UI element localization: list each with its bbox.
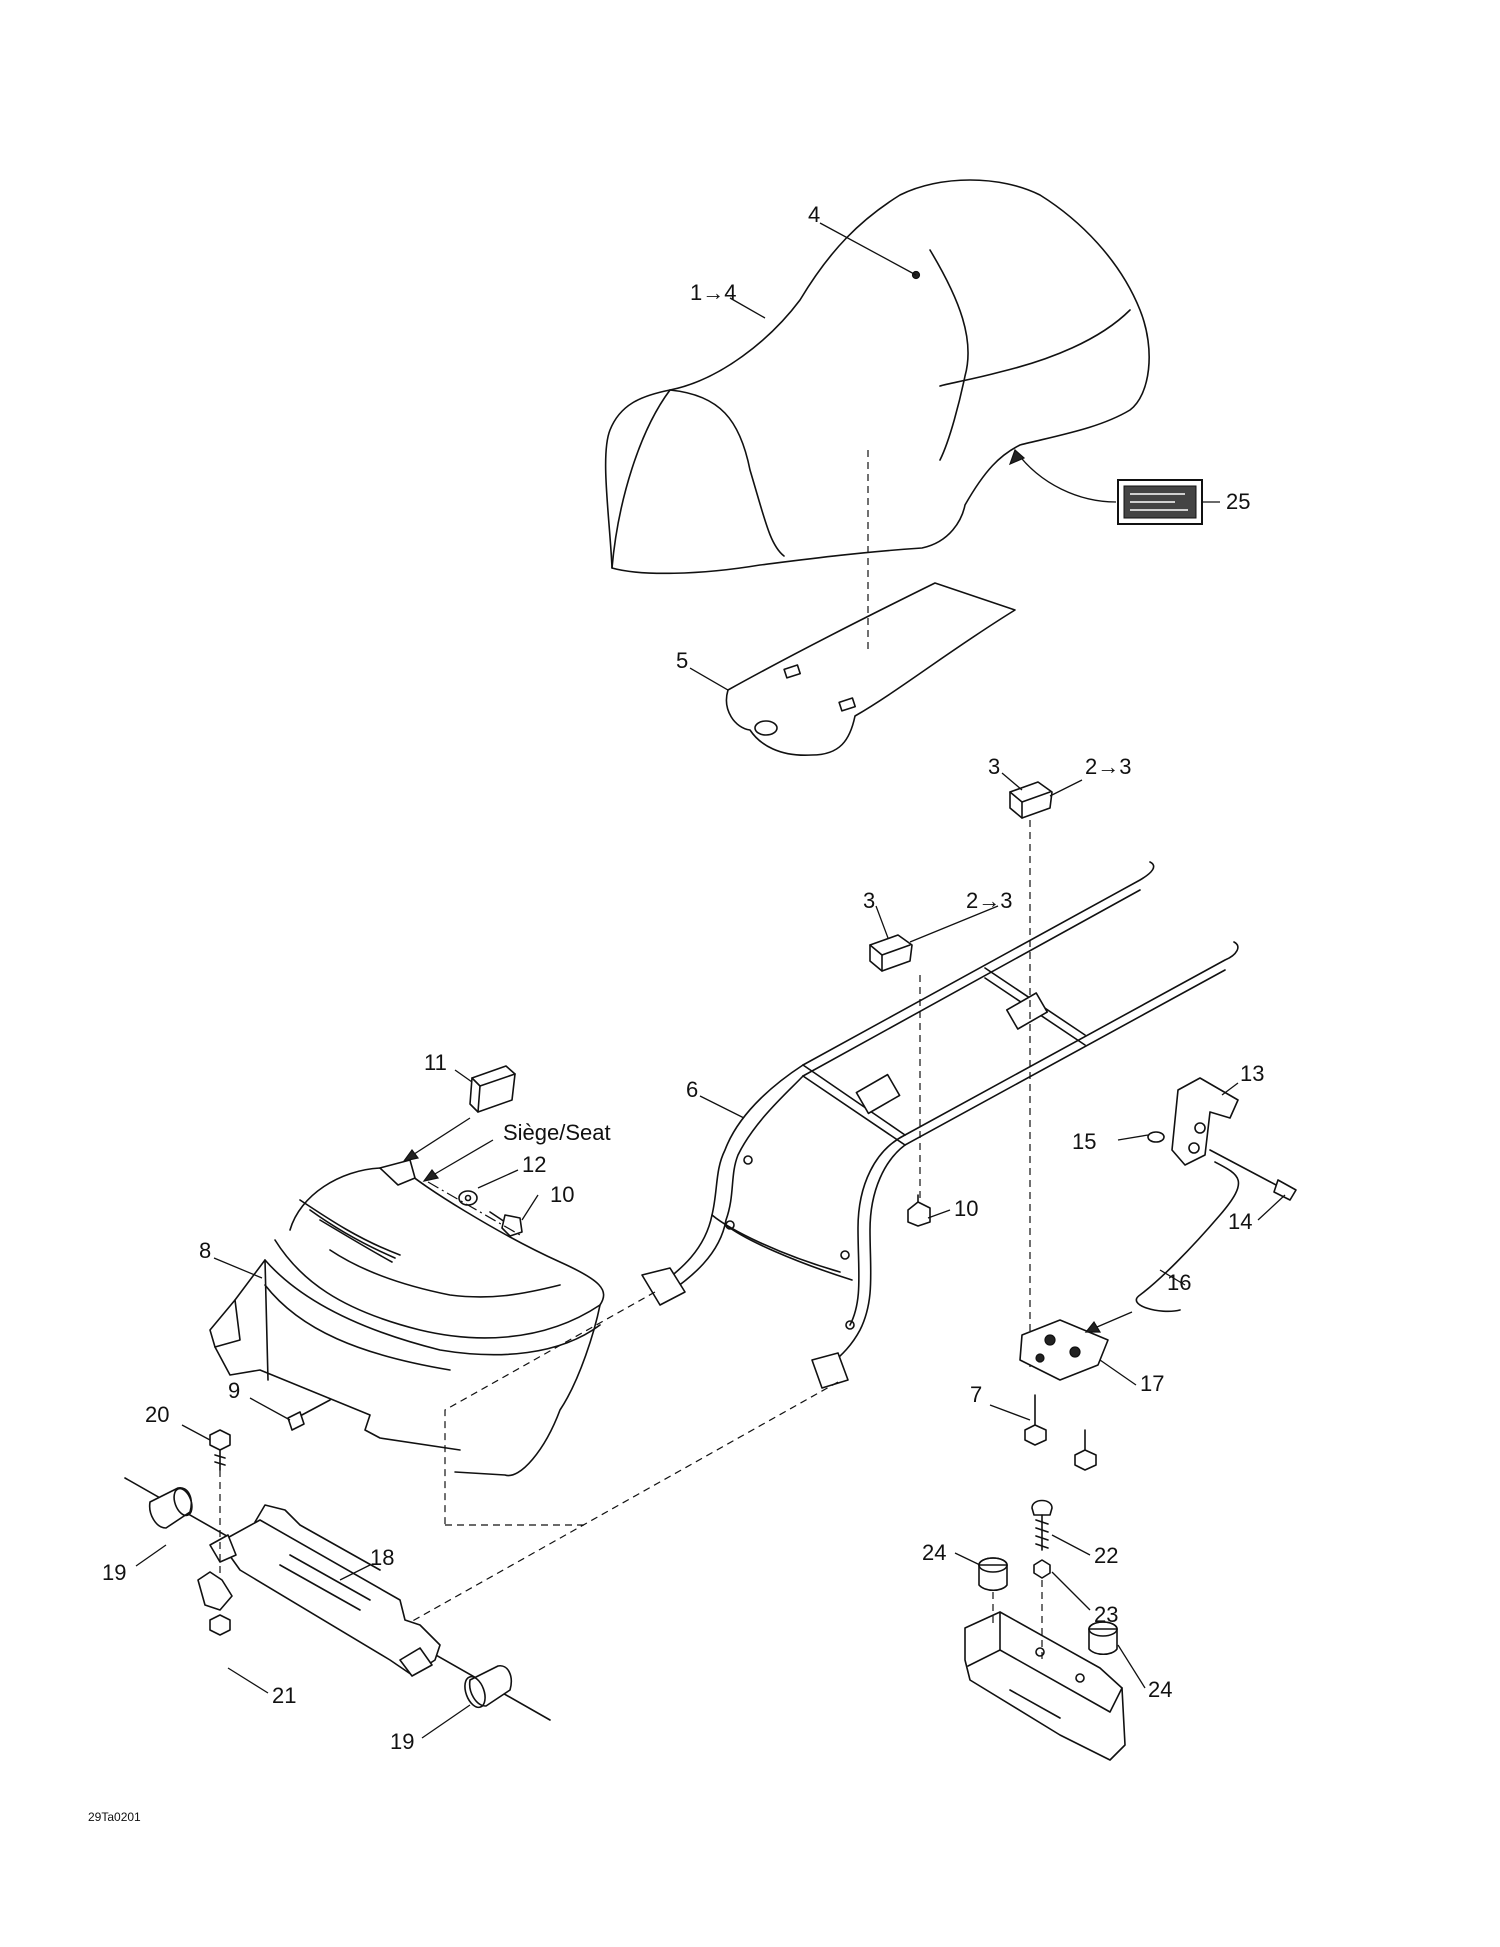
callout-5: 5 xyxy=(676,648,688,673)
seat-base-plate xyxy=(725,582,1016,756)
callout-16: 16 xyxy=(1167,1270,1191,1295)
callout-2-3-upper: 2→3 xyxy=(1085,754,1131,779)
rear-bracket xyxy=(124,1477,551,1721)
callout-23: 23 xyxy=(1094,1602,1118,1627)
cowl-washer-screw xyxy=(458,1190,523,1237)
bushing-left xyxy=(148,1487,193,1529)
callout-13: 13 xyxy=(1240,1061,1264,1086)
rear-support xyxy=(964,1611,1126,1761)
support-bumper-left xyxy=(978,1557,1008,1592)
decal-arrow xyxy=(1014,449,1117,503)
callout-19-left: 19 xyxy=(102,1560,126,1585)
cowl-bumper xyxy=(469,1065,516,1113)
rear-cowl xyxy=(209,1159,605,1477)
drawing-reference: 29Ta0201 xyxy=(88,1810,141,1824)
latch-assembly xyxy=(1019,1077,1297,1381)
callout-10-left: 10 xyxy=(550,1182,574,1207)
callout-4: 4 xyxy=(808,202,820,227)
bumper-lower xyxy=(869,934,913,972)
callout-12: 12 xyxy=(522,1152,546,1177)
callout-labels: 1→4 4 5 25 3 2→3 3 2→3 6 11 Siège/Seat 1… xyxy=(102,202,1264,1754)
bumper-upper xyxy=(1009,781,1053,819)
seat-note-label: Siège/Seat xyxy=(503,1120,611,1145)
callout-7: 7 xyxy=(970,1382,982,1407)
seat-cushion xyxy=(604,179,1150,575)
seat-frame xyxy=(641,861,1239,1389)
bracket-nut xyxy=(209,1614,231,1636)
callout-17: 17 xyxy=(1140,1371,1164,1396)
bushing-right xyxy=(464,1665,513,1709)
callout-1-4: 1→4 xyxy=(690,280,736,305)
callout-11: 11 xyxy=(424,1050,447,1075)
frame-screw xyxy=(907,1194,931,1227)
callout-21: 21 xyxy=(272,1683,296,1708)
callout-2-3-lower: 2→3 xyxy=(966,888,1012,913)
callout-15: 15 xyxy=(1072,1129,1096,1154)
seat-note-arrow xyxy=(427,1139,494,1179)
callout-3-lower: 3 xyxy=(863,888,875,913)
callout-25: 25 xyxy=(1226,489,1250,514)
callout-3-upper: 3 xyxy=(988,754,1000,779)
callout-14: 14 xyxy=(1228,1209,1252,1234)
callout-18: 18 xyxy=(370,1545,394,1570)
cowl-lower-screw xyxy=(287,1399,331,1431)
callout-8: 8 xyxy=(199,1238,211,1263)
bracket-clip xyxy=(197,1571,233,1611)
catch-screws xyxy=(1024,1394,1097,1471)
cowl-to-frame-guide xyxy=(444,1291,656,1525)
bracket-bolt xyxy=(209,1429,231,1471)
callout-24-right: 24 xyxy=(1148,1677,1172,1702)
callout-6: 6 xyxy=(686,1077,698,1102)
warning-decal xyxy=(1117,479,1203,525)
callout-22: 22 xyxy=(1094,1543,1118,1568)
cowl-screw-axis xyxy=(427,1181,521,1236)
support-washer xyxy=(1033,1559,1051,1579)
callout-20: 20 xyxy=(145,1402,169,1427)
support-bolt xyxy=(1031,1499,1053,1551)
washer xyxy=(1147,1131,1165,1143)
frame-to-bracket-guide xyxy=(399,1381,839,1629)
support-bumper-right xyxy=(1088,1621,1118,1656)
callout-10-right: 10 xyxy=(954,1196,978,1221)
cowl-bumper-arrow xyxy=(407,1117,471,1159)
callout-24-left: 24 xyxy=(922,1540,946,1565)
callout-9: 9 xyxy=(228,1378,240,1403)
callout-19-right: 19 xyxy=(390,1729,414,1754)
leader-lines xyxy=(135,222,1286,1739)
